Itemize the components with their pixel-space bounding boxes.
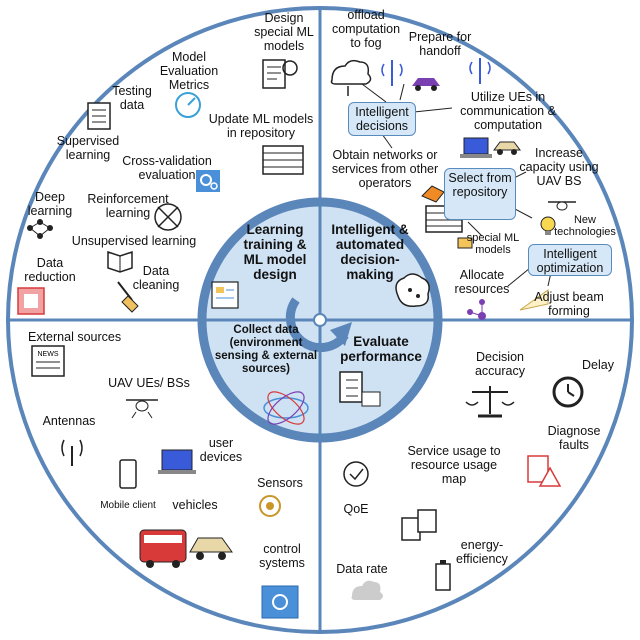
design-models-icon	[262, 59, 298, 89]
label-utilize-ues: Utilize UEs in communication & computati…	[460, 90, 556, 132]
tower-icon	[381, 60, 403, 86]
mapping-icon	[401, 509, 437, 541]
center-learning-label: Learning training & ML model design	[243, 222, 307, 282]
checklist-icon	[87, 102, 111, 130]
label-data-cleaning: Data cleaning	[132, 264, 180, 292]
label-diagnose-faults: Diagnose faults	[547, 424, 601, 452]
network-icon	[467, 299, 486, 320]
label-model-metrics: Model Evaluation Metrics	[159, 50, 219, 92]
car-icon	[412, 78, 440, 91]
label-vehicles: vehicles	[172, 498, 218, 512]
drone-icon	[548, 201, 576, 211]
bus-icon	[139, 529, 187, 568]
label-control-systems: control systems	[259, 542, 305, 570]
label-antennas: Antennas	[42, 414, 96, 428]
label-qoe: QoE	[343, 502, 369, 516]
beam-icon	[519, 289, 549, 311]
label-cross-validation: Cross-validation evaluation	[122, 154, 212, 182]
label-decision-accuracy: Decision accuracy	[474, 350, 526, 378]
control-systems-icon	[261, 585, 299, 619]
label-increase-capacity: Increase capacity using UAV BS	[519, 146, 599, 188]
brain-circuit-icon	[395, 273, 430, 308]
select-repository-box: Select from repository	[444, 168, 516, 220]
label-unsupervised: Unsupervised learning	[71, 234, 197, 248]
label-data-reduction: Data reduction	[24, 256, 76, 284]
reinforcement-icon	[154, 203, 182, 231]
mobile-phone-icon	[119, 459, 137, 489]
diagram-icon	[211, 281, 239, 309]
label-offload: offload computation to fog	[331, 8, 401, 50]
label-mobile-client: Mobile client	[100, 500, 156, 511]
evaluate-checklist-icon	[339, 371, 381, 407]
label-service-usage: Service usage to resource usage map	[407, 444, 501, 486]
news-icon-text: NEWS	[38, 351, 59, 358]
clock-icon	[552, 376, 584, 408]
label-user-devices: user devices	[199, 436, 243, 464]
cycle-arrow	[285, 297, 349, 353]
label-supervised: Supervised learning	[56, 134, 120, 162]
label-handoff: Prepare for handoff	[408, 30, 472, 58]
intelligent-decisions-box: Intelligent decisions	[348, 102, 416, 136]
label-data-rate: Data rate	[336, 562, 388, 576]
cycle-center-dot	[313, 313, 327, 327]
cloud-data-icon	[351, 580, 383, 600]
scales-icon	[465, 386, 515, 418]
car-icon-3	[189, 537, 233, 560]
newspaper-icon: NEWS	[31, 345, 65, 377]
label-testing-data: Testing data	[112, 84, 152, 112]
label-obtain-networks: Obtain networks or services from other o…	[331, 148, 439, 190]
globe-icon	[263, 391, 309, 425]
center-collect-label: Collect data (environment sensing & exte…	[214, 324, 318, 375]
neural-network-icon	[27, 219, 53, 239]
center-intelligent-label: Intelligent & automated decision-making	[331, 222, 409, 282]
label-new-technologies: New technologies	[554, 214, 616, 238]
repository-icon	[262, 145, 304, 175]
label-allocate-resources: Allocate resources	[454, 268, 510, 296]
label-uav: UAV UEs/ BSs	[108, 376, 190, 390]
car-icon-2	[493, 141, 521, 155]
label-delay: Delay	[582, 358, 614, 372]
label-deep-learning: Deep learning	[27, 190, 73, 218]
qoe-badge-icon	[343, 461, 369, 487]
laptop-icon-3	[158, 449, 196, 474]
center-evaluate-label: Evaluate performance	[340, 334, 422, 364]
gauge-icon	[175, 92, 201, 118]
tower-icon-2	[469, 58, 491, 84]
cloud-icon	[330, 59, 372, 96]
gears-icon	[196, 170, 220, 192]
antenna-icon	[61, 439, 83, 466]
label-energy-efficiency: energy-efficiency	[456, 538, 508, 566]
label-update-models: Update ML models in repository	[208, 112, 314, 140]
laptop-icon	[460, 137, 492, 158]
label-external-sources: External sources	[28, 330, 122, 344]
label-sensors: Sensors	[257, 476, 303, 490]
lightbulb-icon	[540, 216, 556, 235]
label-adjust-beam: Adjust beam forming	[534, 290, 604, 318]
label-special-models: special ML models	[466, 232, 520, 256]
data-reduction-icon	[17, 287, 45, 315]
intelligent-optimization-box: Intelligent optimization	[528, 244, 612, 276]
cycle-arrow-head	[330, 322, 352, 346]
uav-drone-icon	[126, 399, 158, 419]
label-reinforcement: Reinforcement learning	[87, 192, 169, 220]
broom-icon	[117, 281, 139, 313]
folder-icon	[457, 237, 473, 249]
battery-icon	[435, 560, 451, 591]
book-icon	[107, 250, 133, 273]
fault-checklist-icon	[527, 455, 562, 487]
sensor-icon	[259, 495, 281, 517]
label-design-models: Design special ML models	[254, 11, 314, 53]
